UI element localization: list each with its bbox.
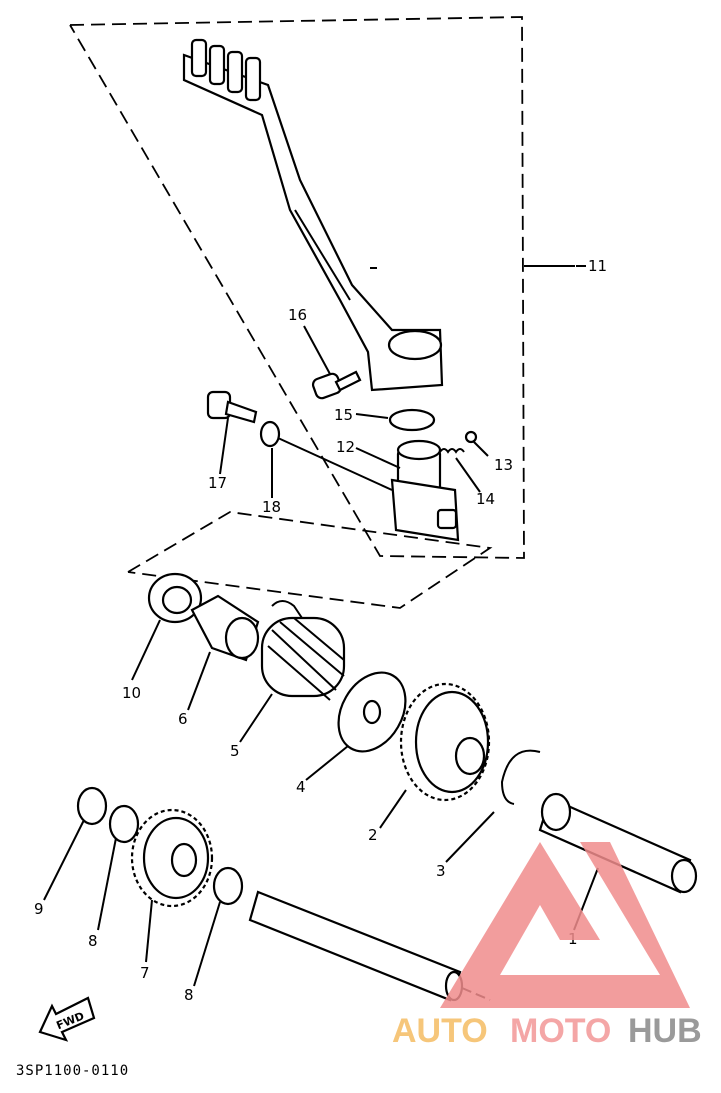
ball-13 [464, 430, 478, 444]
collar-6 [190, 594, 260, 662]
o-ring-15 [388, 408, 436, 432]
callout-11: 11 [588, 257, 607, 275]
idle-gear-7 [130, 808, 214, 908]
callout-9: 9 [34, 900, 44, 918]
kick-crank-arm [182, 38, 444, 392]
callout-17: 17 [208, 474, 227, 492]
leader-lines [43, 265, 599, 987]
washer-8-lower [212, 866, 244, 906]
kick-crank-assembly-boundary [69, 16, 575, 559]
circlip-3 [500, 749, 541, 805]
washer-8-upper [108, 804, 140, 844]
bolt-17 [206, 390, 258, 424]
callout-labels: 11 16 15 12 13 14 17 18 10 6 5 4 2 3 1 9… [34, 257, 607, 1004]
callout-14: 14 [476, 490, 495, 508]
callout-13: 13 [494, 456, 513, 474]
watermark-hub: HUB [628, 1012, 702, 1050]
washer-4 [337, 671, 407, 753]
spring-14 [439, 448, 465, 454]
callout-4: 4 [296, 778, 306, 796]
fwd-arrow-icon: FWD [38, 996, 96, 1042]
kick-gear-2 [399, 682, 491, 802]
callout-6: 6 [178, 710, 188, 728]
callout-16: 16 [288, 306, 307, 324]
oil-seal-10 [147, 572, 203, 624]
callout-2: 2 [368, 826, 378, 844]
bolt-16 [311, 370, 362, 400]
idle-gear-shaft [248, 890, 491, 1002]
circlip-9 [76, 786, 108, 826]
callout-12: 12 [336, 438, 355, 456]
watermark-moto: MOTO [510, 1012, 611, 1050]
diagram-code: 3SP1100-0110 [16, 1063, 129, 1079]
callout-10: 10 [122, 684, 141, 702]
callout-18: 18 [262, 498, 281, 516]
callout-8-upper: 8 [88, 932, 98, 950]
watermark-text: AUTO MOTO HUB [392, 1012, 702, 1050]
kick-boss-12 [390, 439, 460, 542]
callout-15: 15 [334, 406, 353, 424]
lower-group-boundary [127, 511, 493, 609]
callout-8-lower: 8 [184, 986, 194, 1004]
callout-7: 7 [140, 964, 150, 982]
callout-5: 5 [230, 742, 240, 760]
automotohub-logo-icon [440, 842, 690, 1008]
washer-18 [259, 420, 281, 448]
watermark-auto: AUTO [392, 1012, 488, 1050]
kick-shaft-1 [538, 792, 698, 894]
torsion-spring-5 [260, 600, 346, 701]
callout-3: 3 [436, 862, 446, 880]
